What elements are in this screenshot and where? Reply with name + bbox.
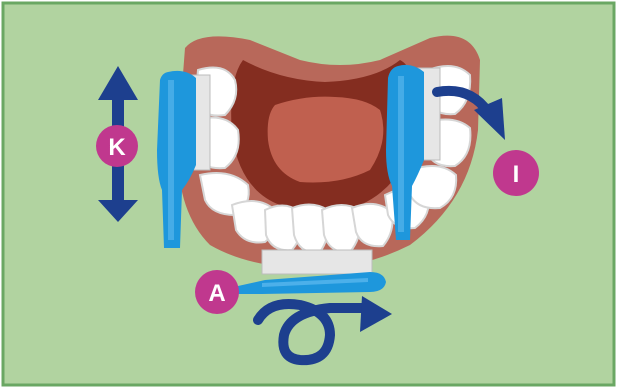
label-i: I <box>513 161 520 188</box>
brush-bottom-bristles <box>262 250 372 274</box>
label-k-badge: K <box>96 125 138 167</box>
label-i-badge: I <box>493 150 539 196</box>
label-a: A <box>208 280 225 307</box>
brush-right-highlight <box>398 76 404 232</box>
label-k: K <box>108 134 126 161</box>
tongue <box>268 97 384 183</box>
label-a-badge: A <box>195 270 239 314</box>
brush-left-highlight <box>168 80 174 240</box>
